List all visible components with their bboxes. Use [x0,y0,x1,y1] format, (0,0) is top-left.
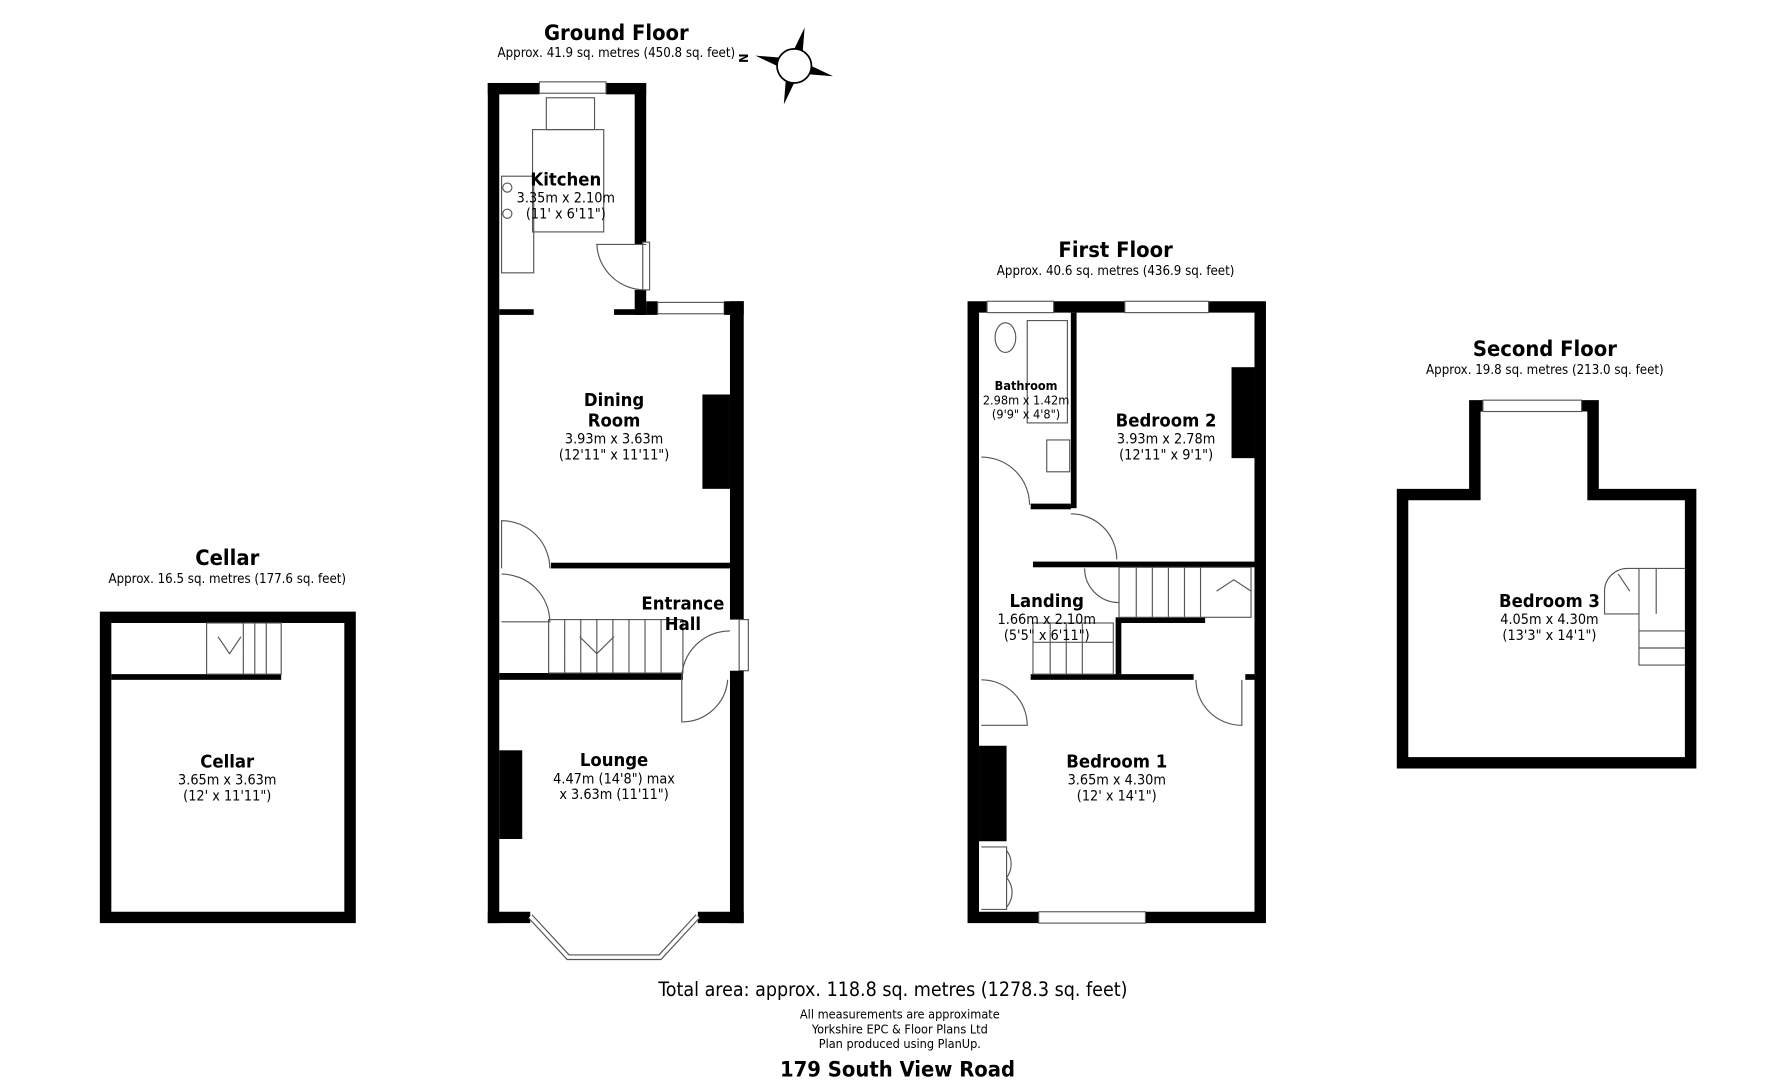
cellar-floor: Cellar Approx. 16.5 sq. metres (177.6 sq… [99,546,356,924]
second-floor: Second Floor Approx. 19.8 sq. metres (21… [1396,337,1697,769]
kitchen-imperial: (11' x 6'11") [526,206,606,222]
bedroom2-metric: 3.93m x 2.78m [1117,431,1215,447]
footer-note-3: Plan produced using PlanUp. [819,1036,981,1051]
first-floor: First Floor Approx. 40.6 sq. metres (436… [967,238,1266,924]
bedroom1-metric: 3.65m x 4.30m [1068,772,1166,788]
bedroom2-name: Bedroom 2 [1116,410,1217,431]
lounge-metric: 4.47m (14'8") max [553,771,675,787]
bedroom1-name: Bedroom 1 [1066,751,1167,772]
bedroom3-metric: 4.05m x 4.30m [1500,612,1598,628]
kitchen-name: Kitchen [530,169,601,190]
hall-name-line2: Hall [665,614,701,635]
bedroom3-name: Bedroom 3 [1499,591,1600,612]
ground-floor-area: Approx. 41.9 sq. metres (450.8 sq. feet) [498,46,736,61]
landing-name: Landing [1010,591,1084,612]
ground-floor-title: Ground Floor [544,21,689,46]
cellar-metric: 3.65m x 3.63m [178,772,276,788]
cellar-area: Approx. 16.5 sq. metres (177.6 sq. feet) [108,572,346,587]
bathroom-imperial: (9'9" x 4'8") [992,406,1060,421]
dining-name-line2: Room [588,410,641,431]
ground-stairs [548,619,684,674]
cellar-imperial: (12' x 11'11") [183,788,271,804]
first-floor-area: Approx. 40.6 sq. metres (436.9 sq. feet) [997,264,1235,279]
first-floor-title: First Floor [1058,238,1173,263]
bathroom-metric: 2.98m x 1.42m [983,393,1070,408]
second-floor-title: Second Floor [1473,337,1617,362]
ground-floor: Ground Floor Approx. 41.9 sq. metres (45… [487,21,834,961]
bedroom2-imperial: (12'11" x 9'1") [1119,447,1213,463]
landing-imperial: (5'5" x 6'11") [1004,628,1090,644]
total-area: Total area: approx. 118.8 sq. metres (12… [657,978,1127,1001]
cellar-title: Cellar [195,546,259,571]
cellar-name: Cellar [200,751,255,772]
bathroom-name: Bathroom [995,378,1058,393]
footer: Total area: approx. 118.8 sq. metres (12… [657,978,1127,1080]
landing-metric: 1.66m x 2.10m [998,612,1096,628]
dining-name-line1: Dining [584,390,644,411]
second-stairs [1603,567,1685,666]
lounge-name: Lounge [580,750,648,771]
bedroom3-imperial: (13'3" x 14'1") [1502,628,1596,644]
compass-icon: N [736,27,834,105]
dining-metric: 3.93m x 3.63m [565,431,663,447]
lounge-imperial: x 3.63m (11'11") [559,787,668,803]
address: 179 South View Road [780,1058,1015,1080]
north-label: N [736,53,751,62]
kitchen-metric: 3.35m x 2.10m [517,190,615,206]
first-stairs [1032,566,1252,675]
footer-note-1: All measurements are approximate [800,1007,1000,1022]
hall-name-line1: Entrance [641,593,724,614]
footer-note-2: Yorkshire EPC & Floor Plans Ltd [811,1021,988,1036]
dining-imperial: (12'11" x 11'11") [559,447,669,463]
second-floor-area: Approx. 19.8 sq. metres (213.0 sq. feet) [1426,363,1664,378]
bedroom1-imperial: (12' x 14'1") [1077,788,1157,804]
